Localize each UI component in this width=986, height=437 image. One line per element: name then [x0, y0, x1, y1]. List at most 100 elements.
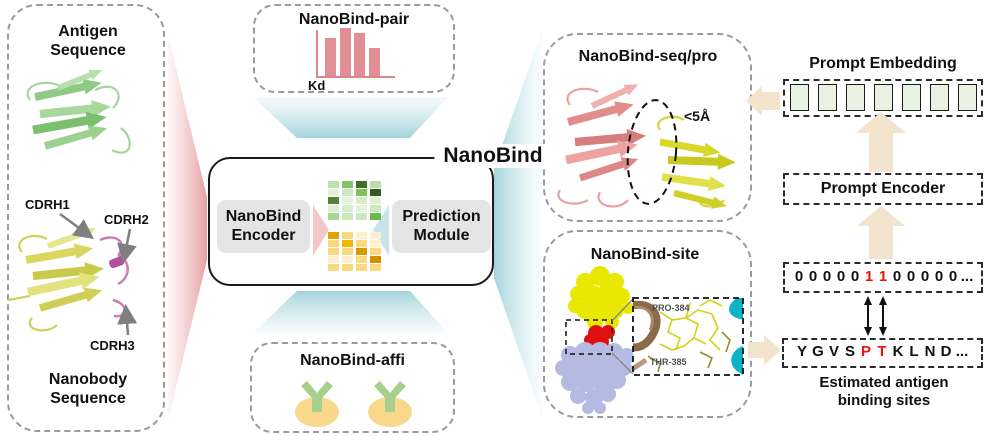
residue-token: ...	[955, 343, 969, 360]
feature-cell-yellow	[356, 264, 367, 271]
residue-token: L	[909, 343, 919, 360]
residue-token: K	[892, 343, 904, 360]
prompt-embedding-title: Prompt Embedding	[809, 55, 957, 72]
feature-cell-yellow	[356, 248, 367, 255]
fan-core-to-tasks	[494, 28, 543, 420]
arrow-binary-to-encoder-icon	[857, 206, 905, 259]
prompt-embedding-cells	[783, 84, 983, 111]
feature-cell-green	[342, 213, 353, 220]
feature-cell-yellow	[356, 240, 367, 247]
residue-token: G	[812, 343, 824, 360]
prompt-encoder-label: Prompt Encoder	[820, 180, 946, 197]
embedding-cell	[957, 84, 977, 111]
fan-core-to-pair	[253, 97, 448, 138]
kd-axis-label: Kd	[308, 78, 326, 93]
binary-token: 0	[794, 268, 804, 285]
feature-cell-yellow	[342, 248, 353, 255]
feature-cell-yellow	[328, 248, 339, 255]
binary-token: 0	[892, 268, 902, 285]
antigen-feature-cells	[328, 181, 382, 221]
binary-mask-box	[783, 262, 983, 293]
seqpro-title: NanoBind-seq/pro	[578, 48, 718, 65]
feature-cell-green	[370, 197, 381, 204]
binary-token: 0	[920, 268, 930, 285]
alignment-arrows-icon	[864, 296, 887, 336]
feature-cell-green	[370, 181, 381, 188]
kd-bar	[354, 33, 366, 76]
feature-cell-green	[328, 181, 339, 188]
pair-title: NanoBind-pair	[298, 11, 410, 28]
feature-cell-green	[328, 197, 339, 204]
feature-cell-yellow	[342, 240, 353, 247]
feature-cell-yellow	[356, 232, 367, 239]
binary-token: 0	[850, 268, 860, 285]
binary-token: 1	[864, 268, 874, 285]
feature-cell-yellow	[342, 256, 353, 263]
feature-cell-green	[342, 189, 353, 196]
embedding-cell	[789, 84, 809, 111]
distance-label: <5Å	[684, 108, 711, 124]
binary-token: 0	[822, 268, 832, 285]
residue-thr385-label: THR-385	[650, 357, 687, 367]
feature-cell-yellow	[370, 264, 381, 271]
kd-axis-y	[316, 30, 318, 77]
cdrh2-label: CDRH2	[104, 212, 149, 227]
residue-pro384-label: PRO-384	[652, 303, 690, 313]
feature-cell-green	[342, 181, 353, 188]
residue-token: P	[860, 343, 871, 360]
residue-token: S	[844, 343, 855, 360]
kd-bar	[325, 38, 336, 76]
feature-cell-yellow	[328, 232, 339, 239]
embedding-cell	[845, 84, 865, 111]
prompt-encoder-box	[783, 173, 983, 205]
residue-token: N	[924, 343, 936, 360]
antigen-sequence-box	[782, 338, 983, 368]
embedding-cell	[901, 84, 921, 111]
feature-cell-yellow	[370, 240, 381, 247]
panel-nanobind-pair	[253, 4, 455, 93]
feature-cell-green	[328, 189, 339, 196]
feature-cell-yellow	[328, 240, 339, 247]
site-title: NanoBind-site	[590, 246, 700, 263]
kd-bar	[369, 48, 381, 76]
cdrh1-label: CDRH1	[25, 197, 70, 212]
feature-cell-green	[342, 197, 353, 204]
binary-token: ...	[960, 268, 974, 285]
embedding-cell	[873, 84, 893, 111]
kd-bar	[339, 28, 351, 76]
residue-token: T	[877, 343, 887, 360]
nanobody-feature-cells	[328, 232, 382, 272]
residue-token: Y	[796, 343, 807, 360]
embedding-cell	[929, 84, 949, 111]
feature-cell-yellow	[342, 264, 353, 271]
binary-token: 0	[948, 268, 958, 285]
feature-cell-green	[356, 213, 367, 220]
cdrh3-label: CDRH3	[90, 338, 135, 353]
feature-cell-green	[328, 213, 339, 220]
residue-token: V	[828, 343, 839, 360]
fan-core-to-affi	[253, 291, 448, 333]
binary-token: 0	[836, 268, 846, 285]
feature-cell-green	[356, 181, 367, 188]
core-title: NanoBind	[434, 144, 552, 168]
binary-token: 1	[878, 268, 888, 285]
feature-cell-green	[342, 205, 353, 212]
feature-cell-yellow	[370, 256, 381, 263]
feature-cell-green	[370, 213, 381, 220]
feature-cell-green	[356, 197, 367, 204]
binary-token: 0	[934, 268, 944, 285]
feature-cell-yellow	[328, 256, 339, 263]
panel-nanobind-affi	[250, 342, 455, 433]
affi-title: NanoBind-affi	[300, 352, 405, 369]
feature-cell-yellow	[370, 232, 381, 239]
feature-cell-green	[356, 189, 367, 196]
arrow-encoder-to-embedding-icon	[856, 112, 906, 172]
kd-bar-chart	[325, 26, 387, 76]
binary-token: 0	[906, 268, 916, 285]
